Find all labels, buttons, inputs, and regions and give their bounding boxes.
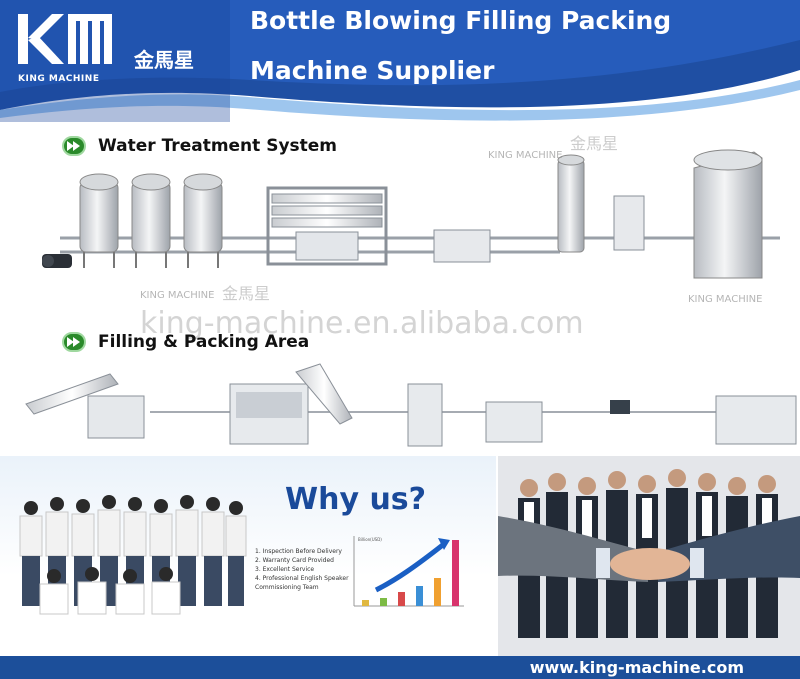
play-forward-icon <box>62 136 86 156</box>
preform-loader <box>25 373 145 439</box>
ozone-generator <box>613 195 645 251</box>
footer-website-link[interactable]: www.king-machine.com <box>529 658 744 677</box>
growth-bar <box>398 592 405 606</box>
growth-chart-caption: Billion(USD) <box>358 537 382 542</box>
why-us-point: 4. Professional English Speaker <box>255 575 349 582</box>
production-line-diagram <box>25 149 797 447</box>
cap-elevator <box>295 363 353 425</box>
watermark-cn-1: 金馬星 <box>570 134 619 153</box>
growth-bar <box>362 600 369 606</box>
growth-arrow <box>374 542 446 593</box>
watermark-site: king-machine.en.alibaba.com <box>140 306 584 341</box>
growth-chart <box>353 536 464 607</box>
growth-bar <box>416 586 423 606</box>
storage-tank <box>693 149 763 279</box>
why-us-point: 3. Excellent Service <box>255 566 315 573</box>
km-logo-mark <box>18 14 112 64</box>
team-photo-panel <box>0 456 496 656</box>
watermark-brand-2: KING MACHINE <box>140 290 215 301</box>
why-us-list: 1. Inspection Before Delivery 2. Warrant… <box>255 547 349 592</box>
footer-bar: www.king-machine.com <box>0 656 800 679</box>
header-wave-background <box>0 0 800 122</box>
filling-packing-title: Filling & Packing Area <box>98 332 310 352</box>
blow-molding-machine <box>229 383 309 445</box>
headline-line1: Bottle Blowing Filling Packing <box>250 6 672 35</box>
growth-bar <box>452 540 459 606</box>
water-treatment-heading: Water Treatment System <box>62 136 337 156</box>
shrink-tunnel <box>485 401 543 443</box>
growth-arrow-head <box>438 538 450 550</box>
water-treatment-title: Water Treatment System <box>98 136 338 156</box>
growth-bar <box>434 578 441 606</box>
filter-tanks <box>79 173 223 268</box>
watermark-brand-1: KING MACHINE <box>488 150 563 161</box>
why-us-point: 2. Warranty Card Provided <box>255 557 334 564</box>
pump-unit <box>42 254 72 268</box>
ro-unit <box>266 186 388 266</box>
watermark-cn-2: 金馬星 <box>222 284 271 303</box>
growth-bar <box>380 598 387 606</box>
company-logo[interactable]: KING MACHINE <box>14 10 126 84</box>
sterile-tank <box>557 154 585 253</box>
handshake-photo <box>498 469 800 638</box>
filling-packing-heading: Filling & Packing Area <box>62 332 309 352</box>
watermark-brand-3: KING MACHINE <box>688 294 763 305</box>
header-banner: KING MACHINE 金馬星 Bottle Blowing Filling … <box>0 0 800 122</box>
dosing-unit <box>433 229 491 263</box>
why-us-title: Why us? <box>285 482 427 517</box>
film-wrapper <box>715 395 797 445</box>
why-us-point: 1. Inspection Before Delivery <box>255 548 342 555</box>
team-photo <box>19 495 247 615</box>
labeling-machine <box>407 383 443 447</box>
date-printer <box>610 400 630 414</box>
logo-chinese-text: 金馬星 <box>134 48 194 72</box>
handshake-photo-panel <box>498 456 800 656</box>
logo-brand-text: KING MACHINE <box>18 74 100 84</box>
play-forward-icon <box>62 332 86 352</box>
headline-line2: Machine Supplier <box>250 56 495 85</box>
why-us-point: Commissioning Team <box>255 584 319 591</box>
